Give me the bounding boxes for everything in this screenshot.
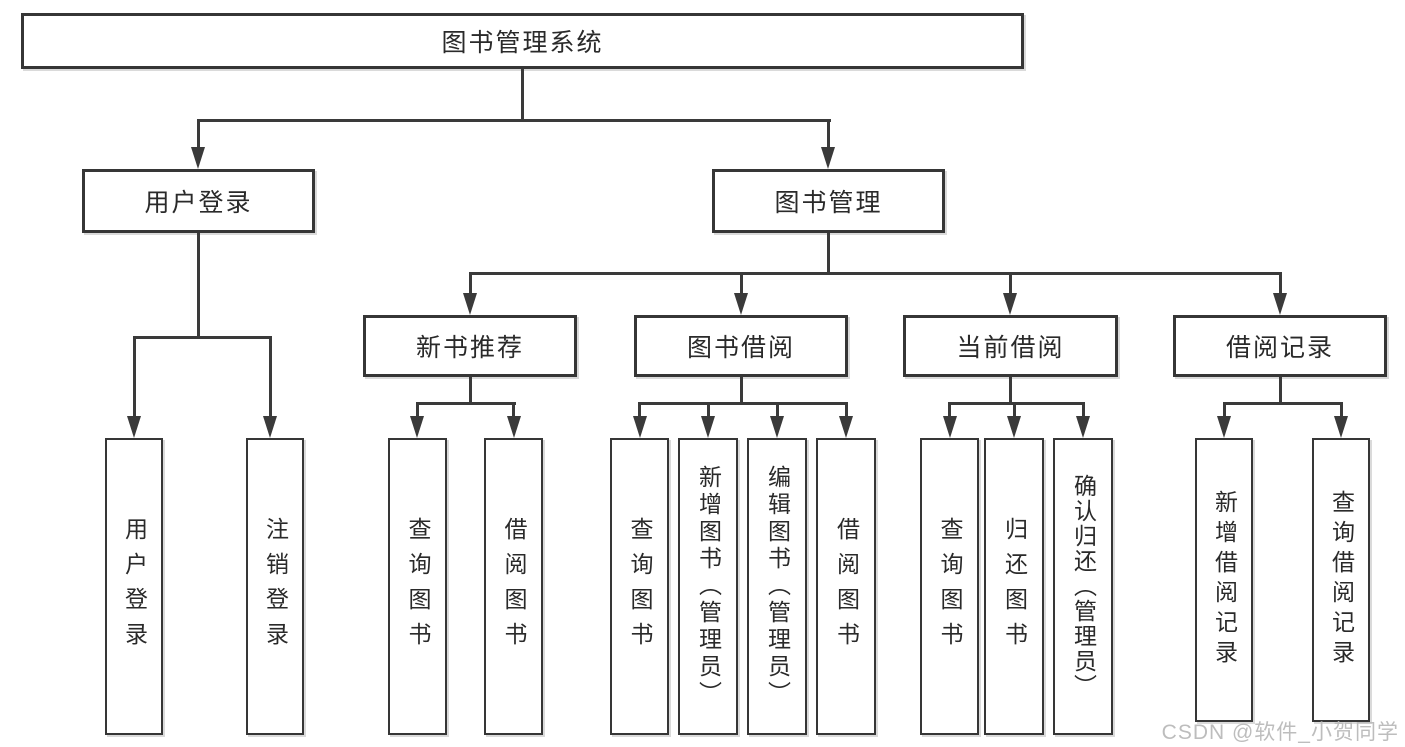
leaf-add-borrow-record: 新增借阅记录 <box>1195 438 1253 722</box>
arrowhead-icon <box>701 416 715 438</box>
leaf-user-login: 用户登录 <box>105 438 163 735</box>
tree-connector <box>638 401 641 418</box>
node-book-borrowing: 图书借阅 <box>634 315 848 377</box>
tree-connector <box>468 377 472 404</box>
node-label: 确认归还（管理员） <box>1070 474 1097 699</box>
leaf-logout: 注销登录 <box>246 438 304 735</box>
node-label: 借阅图书 <box>501 516 527 657</box>
node-label: 图书借阅 <box>686 334 795 362</box>
tree-connector <box>1278 271 1282 295</box>
csdn-watermark: CSDN @软件_小贺同学 <box>1161 721 1399 744</box>
node-label: 新书推荐 <box>415 334 524 362</box>
node-label: 新增图书（管理员） <box>695 465 722 708</box>
arrowhead-icon <box>127 416 141 438</box>
tree-connector <box>415 401 516 405</box>
arrowhead-icon <box>734 293 748 315</box>
node-label: 注销登录 <box>262 516 289 657</box>
arrowhead-icon <box>1217 416 1231 438</box>
tree-connector <box>826 119 830 149</box>
arrowhead-icon <box>506 416 521 438</box>
node-label: 查询图书 <box>627 516 653 657</box>
arrowhead-icon <box>770 416 784 438</box>
node-label: 借阅记录 <box>1225 334 1334 362</box>
tree-connector <box>196 233 200 339</box>
leaf-return-books: 归还图书 <box>984 438 1044 735</box>
arrowhead-icon <box>263 416 277 438</box>
leaf-add-books-admin: 新增图书（管理员） <box>678 438 738 735</box>
tree-connector <box>739 377 743 404</box>
arrowhead-icon <box>632 416 647 438</box>
node-borrowing-records: 借阅记录 <box>1173 315 1387 377</box>
node-library-system: 图书管理系统 <box>21 13 1024 69</box>
leaf-borrow-books-borrowing: 借阅图书 <box>816 438 876 735</box>
node-label: 归还图书 <box>1001 516 1028 657</box>
arrowhead-icon <box>1007 416 1021 438</box>
tree-connector <box>196 119 831 122</box>
tree-connector <box>132 336 272 339</box>
node-label: 用户登录 <box>121 516 148 657</box>
tree-connector <box>196 119 200 149</box>
leaf-borrow-books-recommend: 借阅图书 <box>484 438 543 735</box>
node-book-management: 图书管理 <box>712 169 945 233</box>
arrowhead-icon <box>821 147 835 169</box>
node-label: 新增借阅记录 <box>1211 490 1238 670</box>
arrowhead-icon <box>839 416 853 438</box>
tree-connector <box>1012 401 1016 418</box>
node-label: 查询借阅记录 <box>1328 490 1355 670</box>
tree-connector <box>1081 401 1085 418</box>
arrowhead-icon <box>1076 416 1090 438</box>
arrowhead-icon <box>463 293 477 315</box>
tree-connector <box>1339 401 1343 418</box>
arrowhead-icon <box>1003 293 1017 315</box>
node-new-book-recommend: 新书推荐 <box>363 315 577 377</box>
tree-connector <box>468 271 1282 275</box>
tree-connector <box>706 401 710 418</box>
node-current-borrowing: 当前借阅 <box>903 315 1118 377</box>
tree-connector <box>1008 377 1012 404</box>
node-label: 图书管理 <box>774 189 883 217</box>
tree-connector <box>1008 271 1012 295</box>
leaf-query-books-current: 查询图书 <box>920 438 979 735</box>
node-label: 图书管理系统 <box>441 29 604 57</box>
leaf-query-borrow-record: 查询借阅记录 <box>1312 438 1370 722</box>
node-label: 编辑图书（管理员） <box>764 465 791 708</box>
node-label: 当前借阅 <box>956 334 1065 362</box>
tree-connector <box>948 401 1085 405</box>
tree-connector <box>132 336 136 417</box>
tree-connector <box>775 401 779 418</box>
leaf-edit-books-admin: 编辑图书（管理员） <box>747 438 807 735</box>
tree-connector <box>844 401 848 418</box>
tree-connector <box>1222 401 1226 418</box>
tree-connector <box>948 401 951 418</box>
arrowhead-icon <box>942 416 957 438</box>
tree-connector <box>512 401 515 418</box>
arrowhead-icon <box>1334 416 1348 438</box>
arrowhead-icon <box>1273 293 1287 315</box>
leaf-query-books-recommend: 查询图书 <box>388 438 447 735</box>
tree-connector <box>520 69 524 122</box>
tree-connector <box>1222 401 1343 405</box>
tree-connector <box>468 271 472 295</box>
node-label: 查询图书 <box>405 516 431 657</box>
tree-connector <box>638 401 848 405</box>
node-label: 用户登录 <box>144 189 253 217</box>
node-label: 借阅图书 <box>833 516 860 657</box>
leaf-confirm-return-admin: 确认归还（管理员） <box>1053 438 1113 735</box>
tree-connector <box>268 336 272 417</box>
tree-connector <box>739 271 743 295</box>
arrowhead-icon <box>191 147 205 169</box>
arrowhead-icon <box>410 416 424 438</box>
node-label: 查询图书 <box>937 516 963 657</box>
tree-connector <box>415 401 419 418</box>
tree-connector <box>826 233 830 274</box>
leaf-query-books-borrowing: 查询图书 <box>610 438 669 735</box>
tree-connector <box>1278 377 1282 404</box>
node-user-login: 用户登录 <box>82 169 315 233</box>
